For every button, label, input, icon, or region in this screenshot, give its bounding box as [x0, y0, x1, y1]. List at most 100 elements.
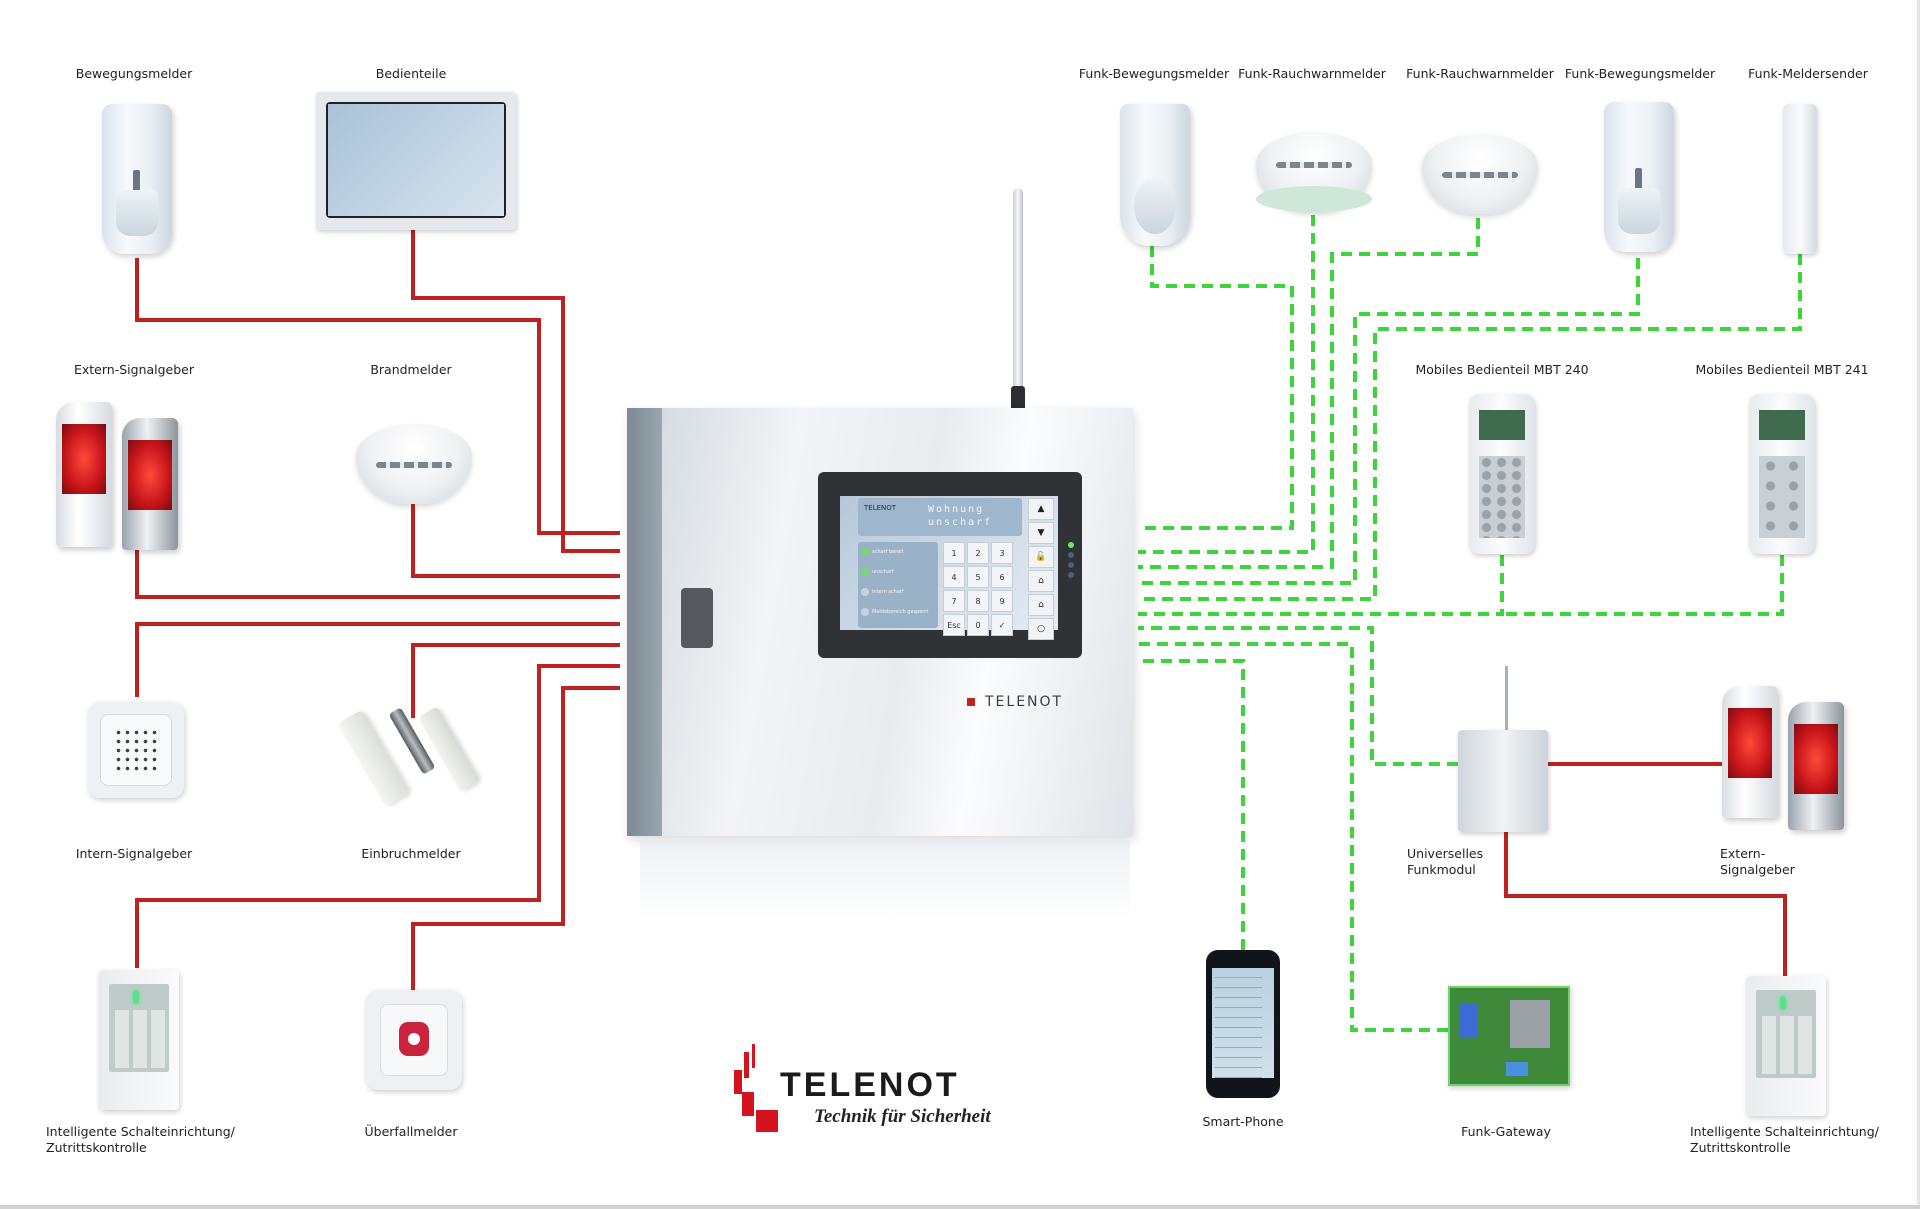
key-confirm[interactable]: ✓ [991, 614, 1013, 636]
panic-button-device[interactable] [366, 990, 462, 1090]
label-schalteinrichtung-right-1: Intelligente Schalteinrichtung/ [1690, 1124, 1879, 1139]
keypad-screen [328, 104, 504, 216]
wireless-funk-gateway [1138, 642, 1448, 1032]
label-mbt-240: Mobiles Bedienteil MBT 240 [1415, 362, 1589, 377]
key-8[interactable]: 8 [967, 590, 989, 612]
circle-icon[interactable]: ○ [1028, 618, 1054, 640]
panel-latch[interactable] [681, 588, 713, 648]
status-item[interactable]: scharf bereit [858, 542, 938, 562]
key-0[interactable]: 0 [967, 614, 989, 636]
wireless-mbt-240 [1138, 555, 1504, 616]
key-3[interactable]: 3 [991, 542, 1013, 564]
universal-radio-module[interactable] [1458, 730, 1548, 832]
mobile-keypad-mbt240[interactable] [1469, 394, 1535, 554]
wireless-smoke-detector-1[interactable] [1256, 132, 1372, 212]
label-funkmodul-1: Universelles [1407, 846, 1484, 861]
wire-intern-signalgeber [135, 622, 620, 697]
label-mbt-241: Mobiles Bedienteil MBT 241 [1695, 362, 1869, 377]
numeric-keypad: 1 2 3 4 5 6 7 8 9 Esc 0 ✓ [943, 542, 1013, 636]
external-siren-white[interactable] [56, 402, 112, 547]
touch-screen[interactable]: TELENOT Wohnung unscharf scharf bereit u… [840, 496, 1058, 640]
fire-detector-device[interactable] [356, 424, 472, 504]
internal-sounder-device[interactable] [88, 702, 184, 798]
label-smart-phone: Smart-Phone [1202, 1114, 1284, 1129]
detector-vent [1276, 162, 1352, 168]
label-extern-signalgeber-right-1: Extern- [1720, 846, 1766, 861]
key-5[interactable]: 5 [967, 566, 989, 588]
label-funk-rauchwarnmelder-1: Funk-Rauchwarnmelder [1238, 66, 1386, 81]
wireless-funkmodul [1138, 626, 1458, 766]
external-siren-metal-right[interactable] [1788, 702, 1844, 830]
unlock-icon[interactable]: 🔓 [1028, 546, 1054, 568]
sensor-slot [133, 170, 140, 194]
radio-gateway-board[interactable] [1448, 986, 1570, 1086]
key-esc[interactable]: Esc [943, 614, 965, 636]
wire-ueberfallmelder [411, 686, 620, 990]
access-control-keypad-left[interactable] [99, 970, 179, 1110]
wireless-funk-bewegungsmelder-1 [1138, 246, 1294, 530]
wire-funkmodul-schalteinrichtung [1504, 826, 1787, 976]
label-schalteinrichtung-right-2: Zutrittskontrolle [1690, 1140, 1791, 1155]
home-icon[interactable]: ⌂ [1028, 594, 1054, 616]
control-keypad-device[interactable] [316, 92, 516, 230]
access-control-keypad-right[interactable] [1746, 976, 1826, 1116]
siren-light [1728, 708, 1772, 778]
arrow-down-icon[interactable]: ▼ [1028, 522, 1054, 544]
key-1[interactable]: 1 [943, 542, 965, 564]
radio-chip [1510, 1000, 1550, 1048]
led-icon [1068, 552, 1074, 558]
mobile-keypad-mbt241[interactable] [1749, 394, 1815, 554]
label-funk-rauchwarnmelder-2: Funk-Rauchwarnmelder [1406, 66, 1554, 81]
handheld-display [1479, 410, 1525, 440]
display-header: TELENOT Wohnung unscharf [858, 498, 1022, 536]
arrow-up-icon[interactable]: ▲ [1028, 498, 1054, 520]
phone-app-screen [1212, 968, 1274, 1078]
wire-bewegungsmelder [135, 258, 620, 535]
status-item[interactable]: Meldebereich gesperrt [858, 602, 938, 622]
logo-mark-icon [752, 1044, 755, 1068]
sensor-slot [1635, 168, 1642, 192]
keypad-keys [1760, 1016, 1812, 1074]
central-alarm-panel[interactable]: TELENOT Wohnung unscharf scharf bereit u… [627, 408, 1133, 836]
key-4[interactable]: 4 [943, 566, 965, 588]
wireless-mbt-241 [1502, 555, 1784, 616]
wireless-smoke-detector-2[interactable] [1422, 134, 1538, 214]
wire-extern-signalgeber [135, 550, 620, 599]
status-item[interactable]: intern scharf [858, 582, 938, 602]
label-funk-meldersender: Funk-Meldersender [1748, 66, 1868, 81]
siren-light [1794, 724, 1838, 794]
label-ueberfallmelder: Überfallmelder [364, 1124, 458, 1139]
logo-wordmark: TELENOT [780, 1066, 960, 1104]
wire-bedienteile [411, 228, 620, 553]
key-7[interactable]: 7 [943, 590, 965, 612]
wire-einbruchmelder [411, 643, 620, 718]
led-icon [1068, 562, 1074, 568]
label-bewegungsmelder: Bewegungsmelder [75, 66, 193, 81]
wireless-motion-detector-2[interactable] [1604, 102, 1674, 252]
label-brandmelder: Brandmelder [370, 362, 452, 377]
terminal-block [1460, 1004, 1478, 1038]
external-siren-white-right[interactable] [1722, 686, 1778, 818]
smart-phone-device[interactable] [1206, 950, 1280, 1098]
sensor-lens [1618, 188, 1660, 234]
label-extern-signalgeber-right-2: Signalgeber [1720, 862, 1795, 877]
key-2[interactable]: 2 [967, 542, 989, 564]
antenna-icon [1505, 666, 1508, 730]
external-siren-metal[interactable] [122, 418, 178, 550]
panel-brand-text: TELENOT [985, 694, 1064, 710]
wireless-funk-rauchwarnmelder-2 [1138, 218, 1480, 569]
status-item[interactable]: unscharf [858, 562, 938, 582]
led-green-icon [1068, 542, 1074, 548]
siren-light [62, 424, 106, 494]
wireless-funk-rauchwarnmelder-1 [1138, 215, 1315, 554]
wireless-motion-detector-1[interactable] [1120, 104, 1190, 246]
display-title-line1: Wohnung [928, 504, 985, 515]
motion-detector-device[interactable] [102, 104, 172, 254]
logo-mark-icon [744, 1052, 749, 1078]
key-6[interactable]: 6 [991, 566, 1013, 588]
detector-vent [1442, 172, 1518, 178]
wireless-transmitter-device[interactable] [1783, 104, 1817, 254]
detector-vent [376, 462, 452, 468]
home-person-icon[interactable]: ⌂ [1028, 570, 1054, 592]
key-9[interactable]: 9 [991, 590, 1013, 612]
